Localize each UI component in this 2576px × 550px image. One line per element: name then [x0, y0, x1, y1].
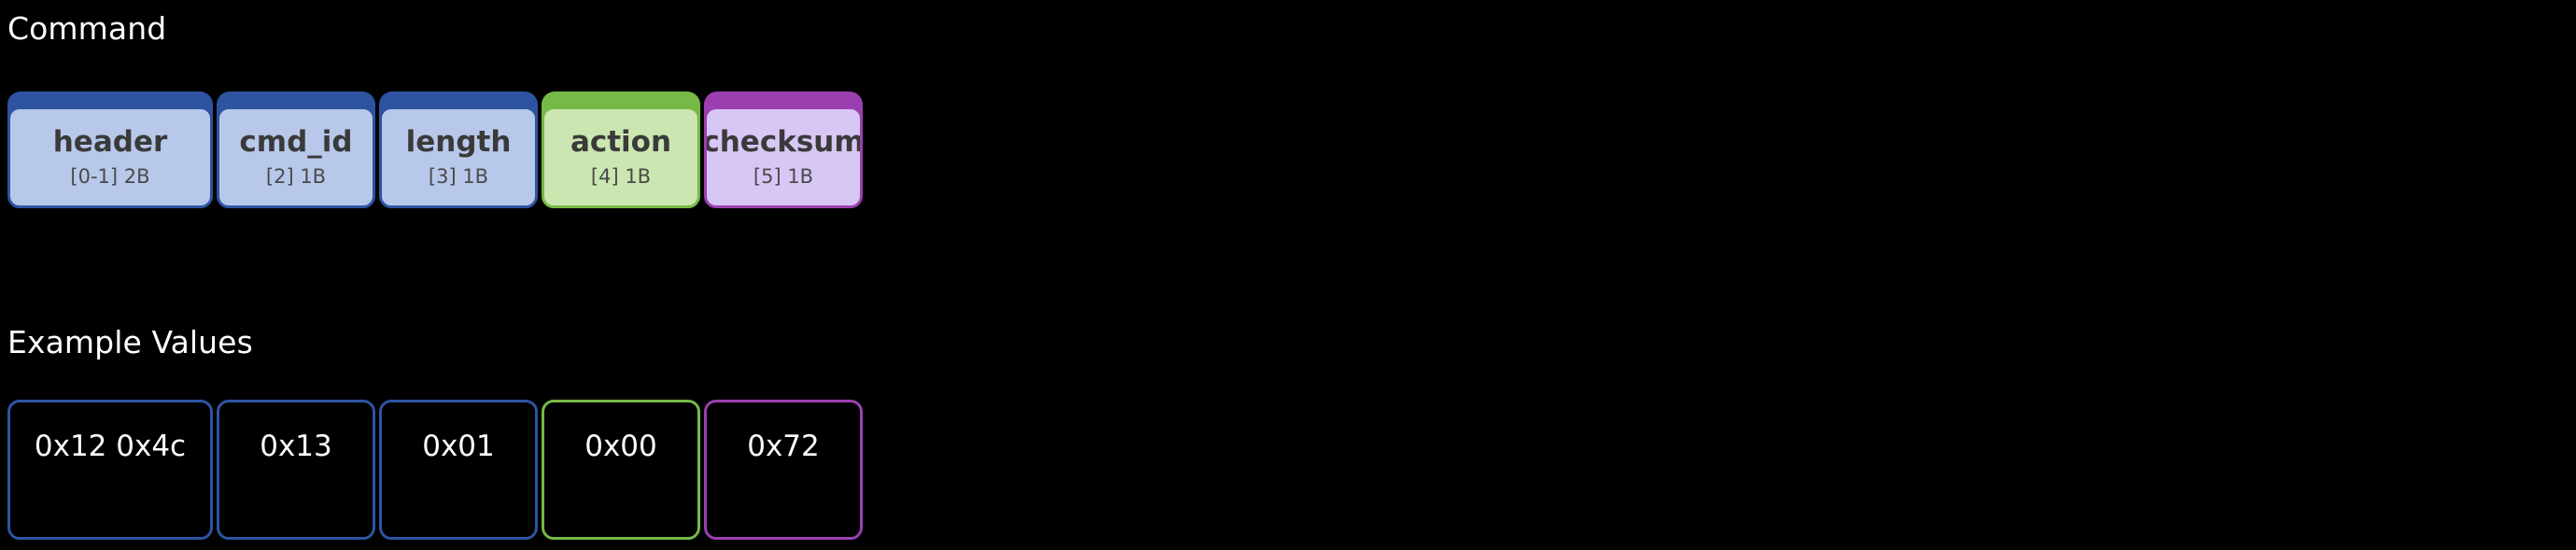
packet-field-byte-range: [4] 1B [590, 165, 652, 188]
packet-field-action[interactable]: action [4] 1B [542, 92, 700, 208]
example-value-text: 0x13 [260, 430, 332, 463]
example-values-section-title: Example Values [7, 324, 253, 360]
packet-field-header[interactable]: header [0-1] 2B [7, 92, 213, 208]
command-section-title: Command [7, 10, 167, 47]
example-value-text: 0x12 0x4c [34, 430, 187, 463]
packet-field-name: header [52, 125, 168, 159]
example-value-text: 0x00 [584, 430, 657, 463]
packet-field-body-length: length [3] 1B [379, 106, 538, 208]
example-value-row: 0x12 0x4c 0x13 0x01 0x00 0x72 [7, 400, 863, 540]
packet-field-body-header: header [0-1] 2B [7, 106, 213, 208]
packet-field-byte-range: [5] 1B [753, 165, 814, 188]
example-value-box-cmd-id[interactable]: 0x13 [217, 400, 375, 540]
packet-field-checksum[interactable]: checksum [5] 1B [704, 92, 863, 208]
packet-field-body-checksum: checksum [5] 1B [704, 106, 863, 208]
example-value-box-checksum[interactable]: 0x72 [704, 400, 863, 540]
example-value-box-action[interactable]: 0x00 [542, 400, 700, 540]
example-value-text: 0x01 [422, 430, 495, 463]
example-value-box-length[interactable]: 0x01 [379, 400, 538, 540]
example-value-text: 0x72 [747, 430, 820, 463]
packet-field-name: action [570, 125, 672, 159]
packet-field-cmd-id[interactable]: cmd_id [2] 1B [217, 92, 375, 208]
packet-field-byte-range: [3] 1B [428, 165, 489, 188]
packet-field-body-action: action [4] 1B [542, 106, 700, 208]
packet-field-name: length [405, 125, 512, 159]
packet-field-byte-range: [2] 1B [265, 165, 327, 188]
command-field-row: header [0-1] 2B cmd_id [2] 1B length [3] 1B ac… [7, 92, 863, 208]
packet-field-name: cmd_id [239, 125, 353, 159]
packet-field-length[interactable]: length [3] 1B [379, 92, 538, 208]
packet-field-body-cmd-id: cmd_id [2] 1B [217, 106, 375, 208]
example-value-box-header[interactable]: 0x12 0x4c [7, 400, 213, 540]
packet-field-byte-range: [0-1] 2B [70, 165, 150, 188]
packet-field-name: checksum [704, 125, 863, 159]
